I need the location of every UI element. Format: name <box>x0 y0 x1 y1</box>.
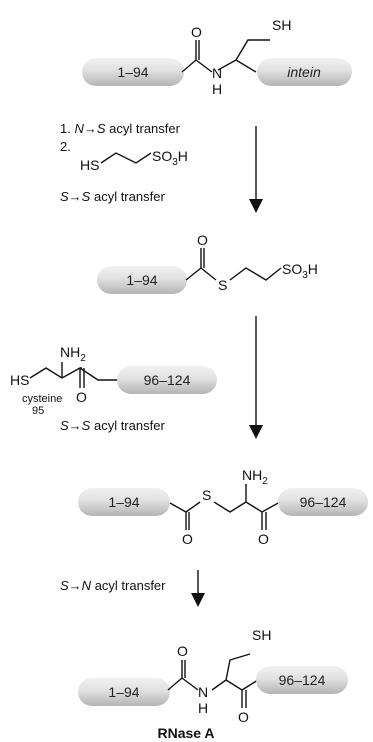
pill-1-94-b <box>97 266 187 294</box>
step-5-text: S→N acyl transfer <box>60 578 166 593</box>
bonds-cys <box>29 362 118 388</box>
atom-O-6: O <box>177 643 188 659</box>
atom-O: O <box>191 24 202 40</box>
atom-S-2: S <box>218 277 227 293</box>
atom-NH2-a: NH2 <box>60 344 86 364</box>
step-3: S→N acyl transfer <box>60 570 205 607</box>
bonds-1 <box>181 39 270 73</box>
step-2-num: 2. <box>60 139 71 154</box>
structure-3: 1–94 S O NH2 O 96–124 <box>78 467 368 547</box>
atom-O-5: O <box>258 531 269 547</box>
atom-N-2: N <box>198 684 208 700</box>
structure-1: 1–94 intein O N H SH <box>82 17 352 97</box>
pill-intein <box>257 58 352 86</box>
structure-2: 1–94 O S SO3H <box>97 232 318 294</box>
pill-1-94-a <box>82 58 184 86</box>
pill-96-124-b <box>278 488 368 516</box>
pill-1-94-c <box>78 488 170 516</box>
bonds-2 <box>185 248 282 281</box>
atom-SO3H-a: SO3H <box>152 148 188 168</box>
step-2: NH2 HS 96–124 O cysteine 95 S→S acyl tra… <box>10 316 263 439</box>
atom-SO3H-b: SO3H <box>282 261 318 281</box>
pill-96-124-a <box>117 366 217 394</box>
pill-label-1-94-a: 1–94 <box>117 64 148 80</box>
atom-O-4: O <box>182 531 193 547</box>
bonds-3 <box>169 484 281 530</box>
pill-label-96-124-c: 96–124 <box>279 672 326 688</box>
pill-label-intein: intein <box>287 64 321 80</box>
cysteine-label: cysteine <box>22 393 62 405</box>
product-label: RNase A <box>157 725 214 741</box>
atom-O-7: O <box>238 709 249 725</box>
atom-SH-2: SH <box>252 627 271 643</box>
pill-1-94-d <box>78 678 170 706</box>
atom-N: N <box>212 65 222 81</box>
pill-label-1-94-c: 1–94 <box>108 494 139 510</box>
pill-label-96-124-b: 96–124 <box>300 494 347 510</box>
bonds-mesna <box>100 152 152 164</box>
bonds-4 <box>167 653 259 708</box>
atom-NH2-b: NH2 <box>242 467 268 487</box>
atom-SH: SH <box>272 17 291 33</box>
pill-96-124-c <box>256 666 348 694</box>
step-4-text: S→S acyl transfer <box>60 418 165 433</box>
atom-H-2: H <box>198 700 208 716</box>
step-3-text: S→S acyl transfer <box>60 189 165 204</box>
atom-HS: HS <box>80 157 99 173</box>
step-1-text: 1. N→S acyl transfer <box>60 121 181 136</box>
pill-label-96-124-a: 96–124 <box>144 372 191 388</box>
atom-S-3: S <box>202 487 211 503</box>
structure-4: 1–94 O N H SH O 96–124 RNase A <box>78 627 348 741</box>
atom-HS-2: HS <box>10 372 29 388</box>
atom-O-3: O <box>76 389 87 405</box>
pill-label-1-94-d: 1–94 <box>108 684 139 700</box>
pill-label-1-94-b: 1–94 <box>126 272 157 288</box>
cysteine-number: 95 <box>32 405 44 417</box>
atom-O-2: O <box>197 232 208 248</box>
step-1: 1. N→S acyl transfer 2. HS SO3H S→S acyl… <box>60 121 263 213</box>
atom-H: H <box>212 81 222 97</box>
